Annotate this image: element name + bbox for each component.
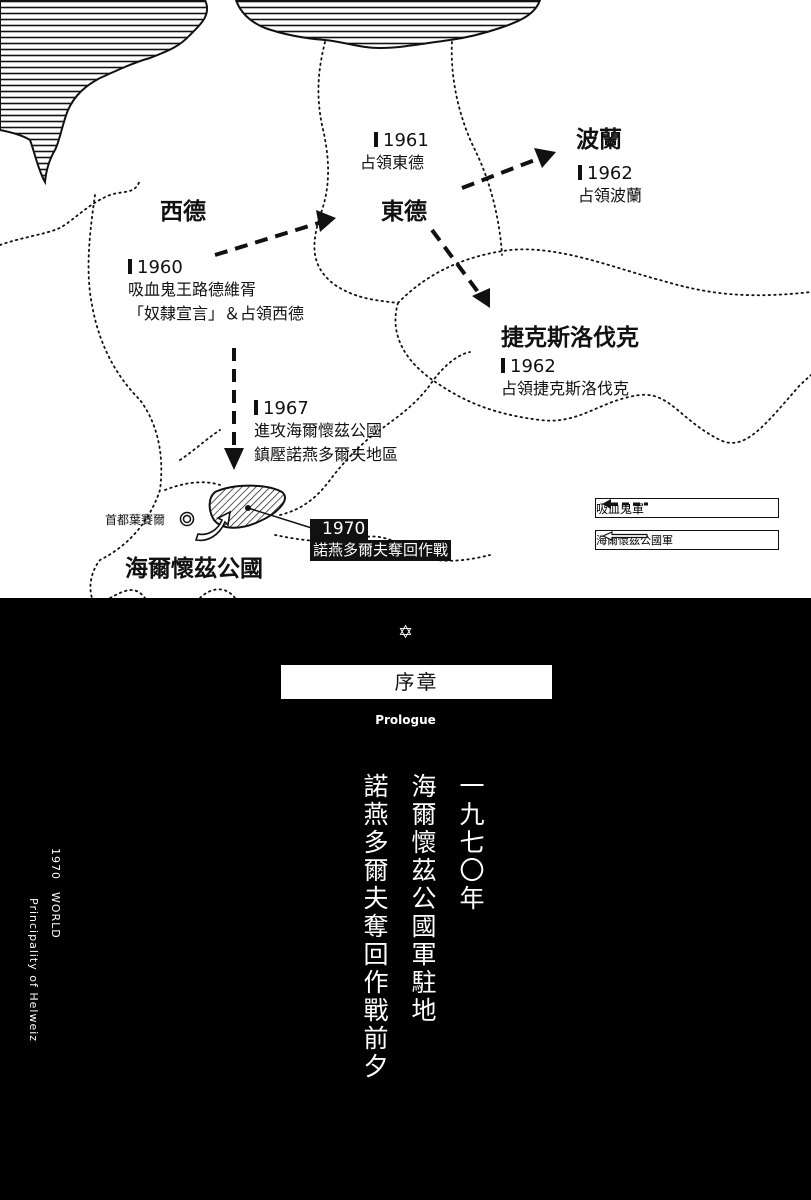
border-west-coast [0,179,141,246]
event-1960-year: 1960 [128,257,304,278]
border-west-east-germany [313,41,399,304]
chapter-subtitle: Prologue [375,713,436,727]
arrow-east-germany-to-czech [430,228,480,294]
chapter-line-3: 諾燕多爾夫奪回作戰前夕 [360,773,389,1081]
border-helweiz-north [164,351,471,516]
event-1962-czech: 1962 占領捷克斯洛伐克 [501,356,629,401]
vampire-arrows [214,156,541,452]
event-1962-czech-year: 1962 [501,356,629,377]
event-1960: 1960 吸血鬼王路德維胥 「奴隸宣言」＆占領西德 [128,257,304,326]
label-poland: 波蘭 [576,127,622,153]
label-czechoslovakia: 捷克斯洛伐克 [501,325,639,351]
event-1967-year: 1967 [254,398,398,419]
event-1961: 1961 占領東德 [360,130,429,175]
legend-outline-arrow-icon [602,531,648,541]
vampire-arrowheads [224,148,556,470]
event-1970-line1: 諾燕多爾夫奪回作戰 [310,540,452,561]
event-1961-line1: 占領東德 [360,153,425,172]
border-bottom-edge [109,588,236,598]
event-1960-line1: 吸血鬼王路德維胥 [128,280,257,299]
chapter-title: 序章 [394,670,439,694]
helweiz-army-arrow [194,510,232,542]
event-1962-poland-line1: 占領波蘭 [578,186,643,205]
arrow-east-germany-to-poland [461,156,541,190]
arrow-west-to-east-germany [214,220,323,257]
nojendorf-pointer [247,507,319,531]
event-1962-poland: 1962 占領波蘭 [578,163,642,208]
border-west-south [87,194,163,598]
side-note-world: 1970 WORLD [49,848,62,939]
star-of-david-icon: ✡ [397,622,414,643]
label-east-germany: 東德 [381,199,427,225]
border-czech-outline [394,248,811,444]
chapter-line-2: 海爾懷茲公國軍駐地 [408,773,437,1025]
event-1967-line1: 進攻海爾懷茲公國 [254,421,383,440]
legend-vampire: 吸血鬼軍 [595,498,779,518]
event-1962-czech-line1: 占領捷克斯洛伐克 [501,379,630,398]
side-note-principality: Principality of Helweiz [27,898,40,1043]
chapter-line-1: 一九七〇年 [456,773,485,913]
label-helweiz: 海爾懷茲公國 [125,556,263,582]
capital-symbol [179,511,195,527]
event-1967: 1967 進攻海爾懷茲公國 鎮壓諾燕多爾夫地區 [254,398,398,467]
map-drawing [0,0,811,598]
event-1961-year: 1961 [374,130,429,151]
sea-north-east [234,0,542,50]
sea-north-west [0,0,209,186]
event-1970-year-row: 1970 [310,519,451,540]
event-1970-year: 1970 [310,519,369,540]
label-west-germany: 西德 [160,199,206,225]
border-east-germany-poland [450,41,503,256]
chapter-page: ✡ 序章 Prologue 一九七〇年 海爾懷茲公國軍駐地 諾燕多爾夫奪回作戰前… [0,598,811,1200]
event-1967-line2: 鎮壓諾燕多爾夫地區 [254,445,399,464]
chapter-title-box: 序章 [281,665,552,699]
legend-helweiz: 海爾懷茲公國軍 [595,530,779,550]
legend-dashed-arrow-icon [602,499,648,509]
label-capital: 首都葉賽爾 [105,513,166,527]
map-illustration: 西德 東德 波蘭 捷克斯洛伐克 海爾懷茲公國 1960 吸血鬼王路德維胥 「奴隸… [0,0,811,598]
event-1962-poland-year: 1962 [578,163,642,184]
event-1960-line2: 「奴隸宣言」＆占領西德 [128,304,305,323]
event-1970: 1970 諾燕多爾夫奪回作戰 [310,519,452,561]
